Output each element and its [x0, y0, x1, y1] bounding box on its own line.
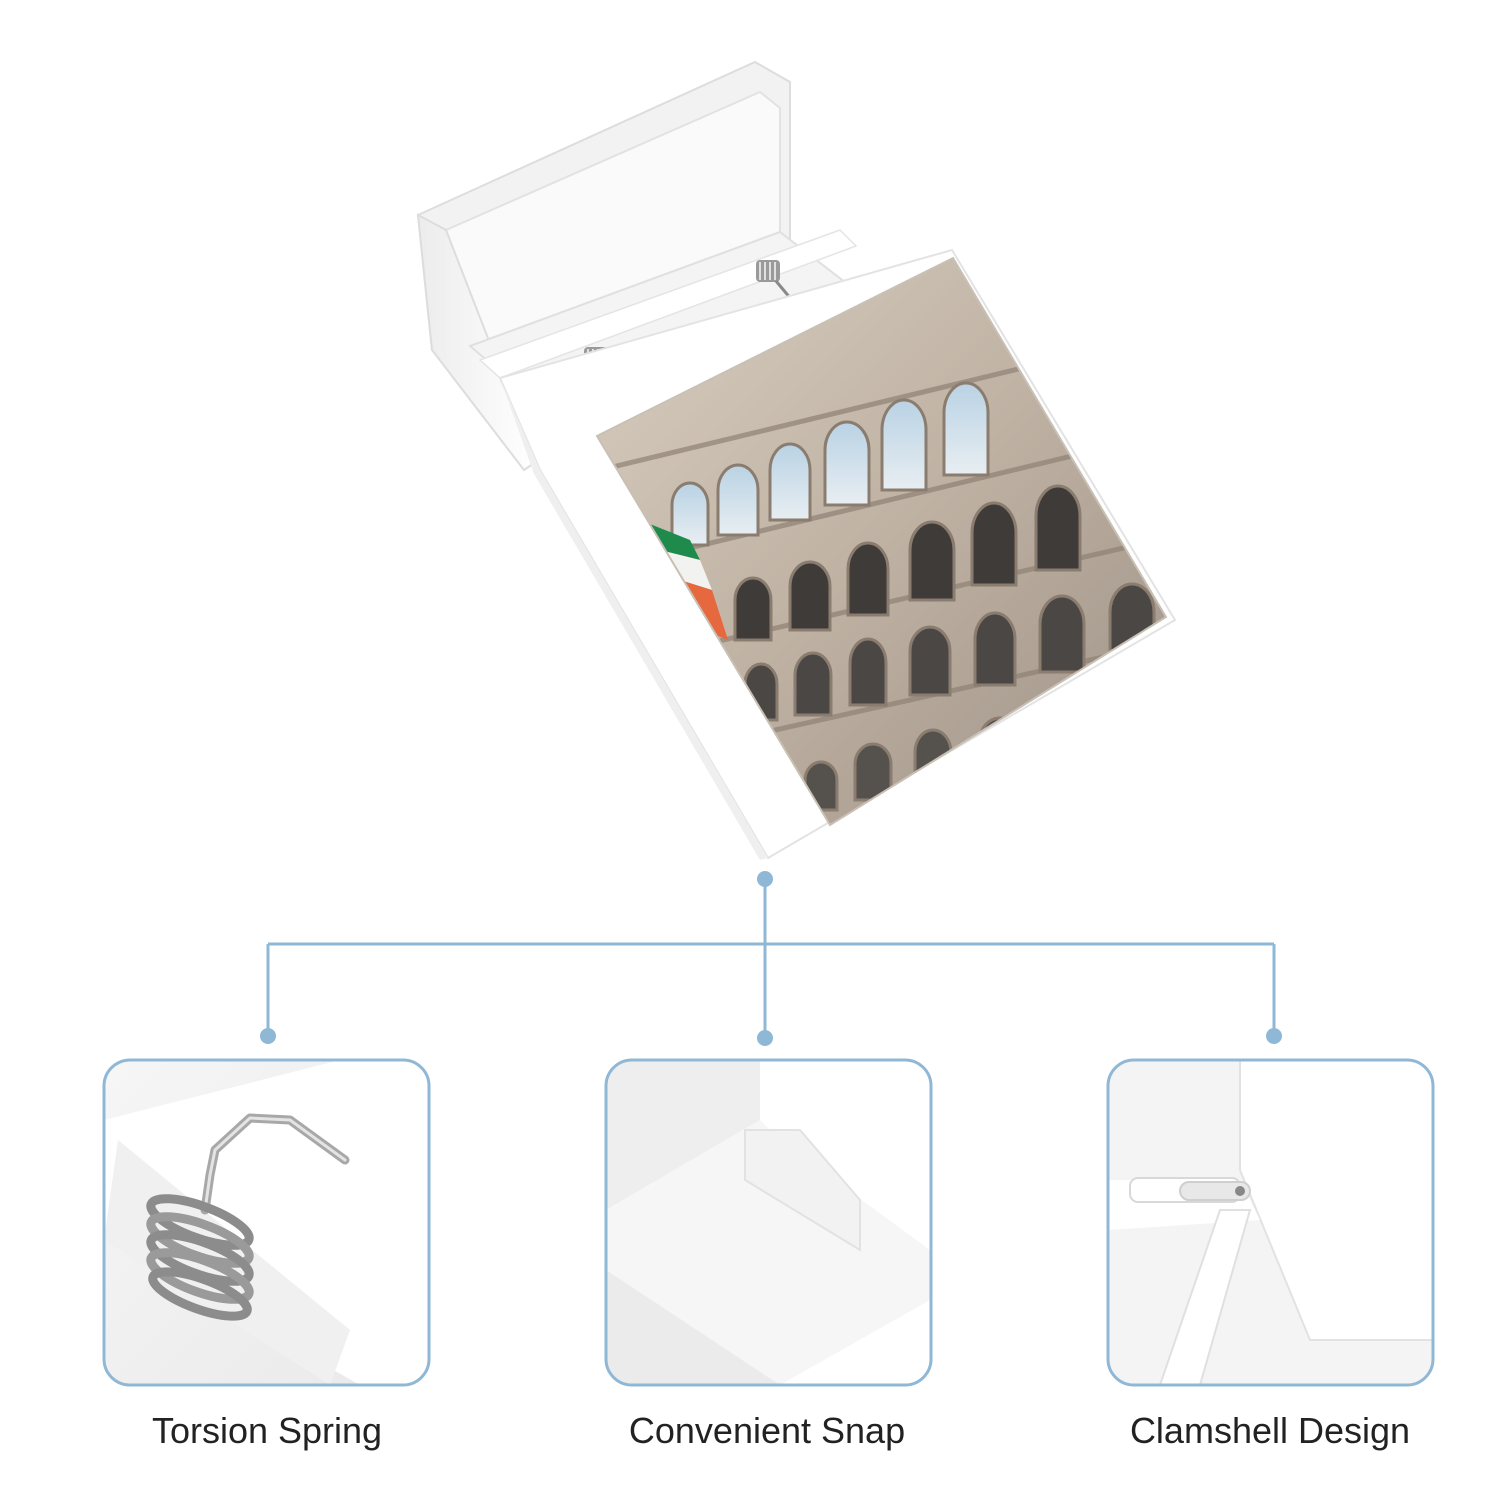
- connector-dot-center: [757, 1030, 773, 1046]
- feature-panel-convenient-snap: [604, 1058, 933, 1387]
- connector-dot-right: [1266, 1028, 1282, 1044]
- hinge-pin-icon: [1179, 1181, 1251, 1201]
- caption-torsion-spring: Torsion Spring: [151, 1410, 383, 1451]
- caption-clamshell-design: Clamshell Design: [1129, 1410, 1411, 1451]
- connector-lines: [266, 880, 1276, 1038]
- connector-dot-top: [757, 871, 773, 887]
- spring-coil-icon: [146, 1194, 254, 1321]
- feature-panel-torsion-spring: [102, 1058, 431, 1387]
- feature-panel-clamshell-design: [1106, 1058, 1435, 1387]
- caption-convenient-snap: Convenient Snap: [628, 1410, 906, 1451]
- connector-dot-left: [260, 1028, 276, 1044]
